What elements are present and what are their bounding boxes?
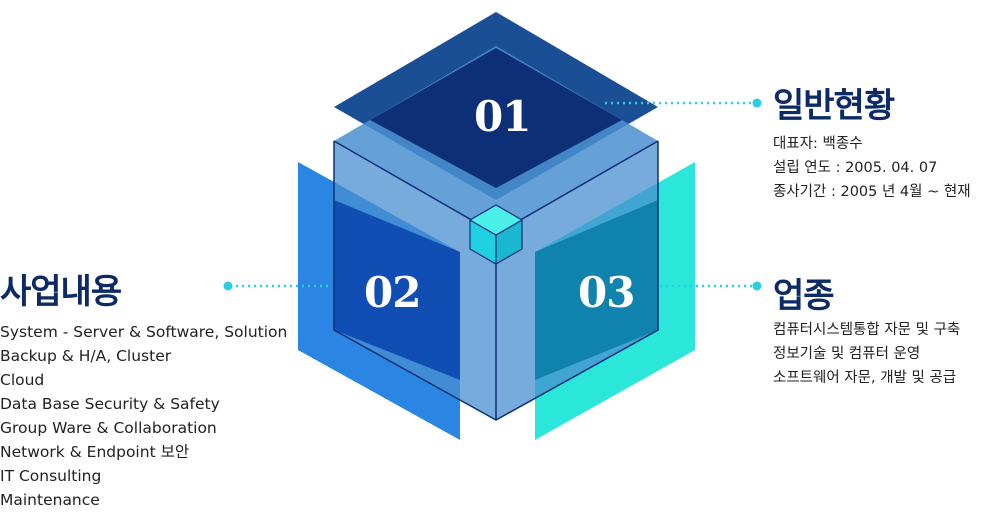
leader-03-dot: [752, 281, 762, 291]
list-item: 정보기술 및 컴퓨터 운영: [773, 346, 921, 362]
block-03-number: 03: [578, 268, 635, 317]
block-01-title: 일반현황: [773, 86, 895, 126]
list-item: 컴퓨터시스템통합 자문 및 구축: [773, 322, 961, 338]
list-item: Group Ware & Collaboration: [0, 419, 217, 437]
list-item: IT Consulting: [0, 467, 102, 485]
block-01-number: 01: [474, 92, 531, 141]
block-02-title: 사업내용: [0, 272, 122, 312]
list-item: 종사기간 : 2005 년 4월 ~ 현재: [773, 184, 971, 200]
leader-01-dot: [752, 98, 762, 108]
list-item: 대표자: 백종수: [773, 136, 863, 152]
top-inner-diamond: [370, 48, 622, 188]
connector-cube-right: [496, 220, 522, 264]
block-02-number: 02: [364, 268, 421, 317]
block-02-face: [334, 200, 460, 380]
list-item: System - Server & Software, Solution: [0, 323, 288, 341]
list-item: Maintenance: [0, 491, 100, 509]
leader-02-dot: [223, 281, 233, 291]
list-item: Data Base Security & Safety: [0, 395, 220, 413]
block-01-list: 대표자: 백종수 설립 연도 : 2005. 04. 07 종사기간 : 200…: [773, 132, 971, 204]
block-02-list: System - Server & Software, Solution Bac…: [0, 320, 287, 512]
list-item: Cloud: [0, 371, 45, 389]
list-item: 설립 연도 : 2005. 04. 07: [773, 160, 938, 176]
connector-cube-left: [470, 220, 496, 264]
list-item: Backup & H/A, Cluster: [0, 347, 172, 365]
list-item: 소프트웨어 자문, 개발 및 공급: [773, 370, 957, 386]
list-item: Network & Endpoint 보안: [0, 443, 190, 461]
block-03-list: 컴퓨터시스템통합 자문 및 구축 정보기술 및 컴퓨터 운영 소프트웨어 자문,…: [773, 318, 960, 390]
block-03-title: 업종: [773, 276, 835, 316]
block-03-face: [535, 200, 658, 380]
